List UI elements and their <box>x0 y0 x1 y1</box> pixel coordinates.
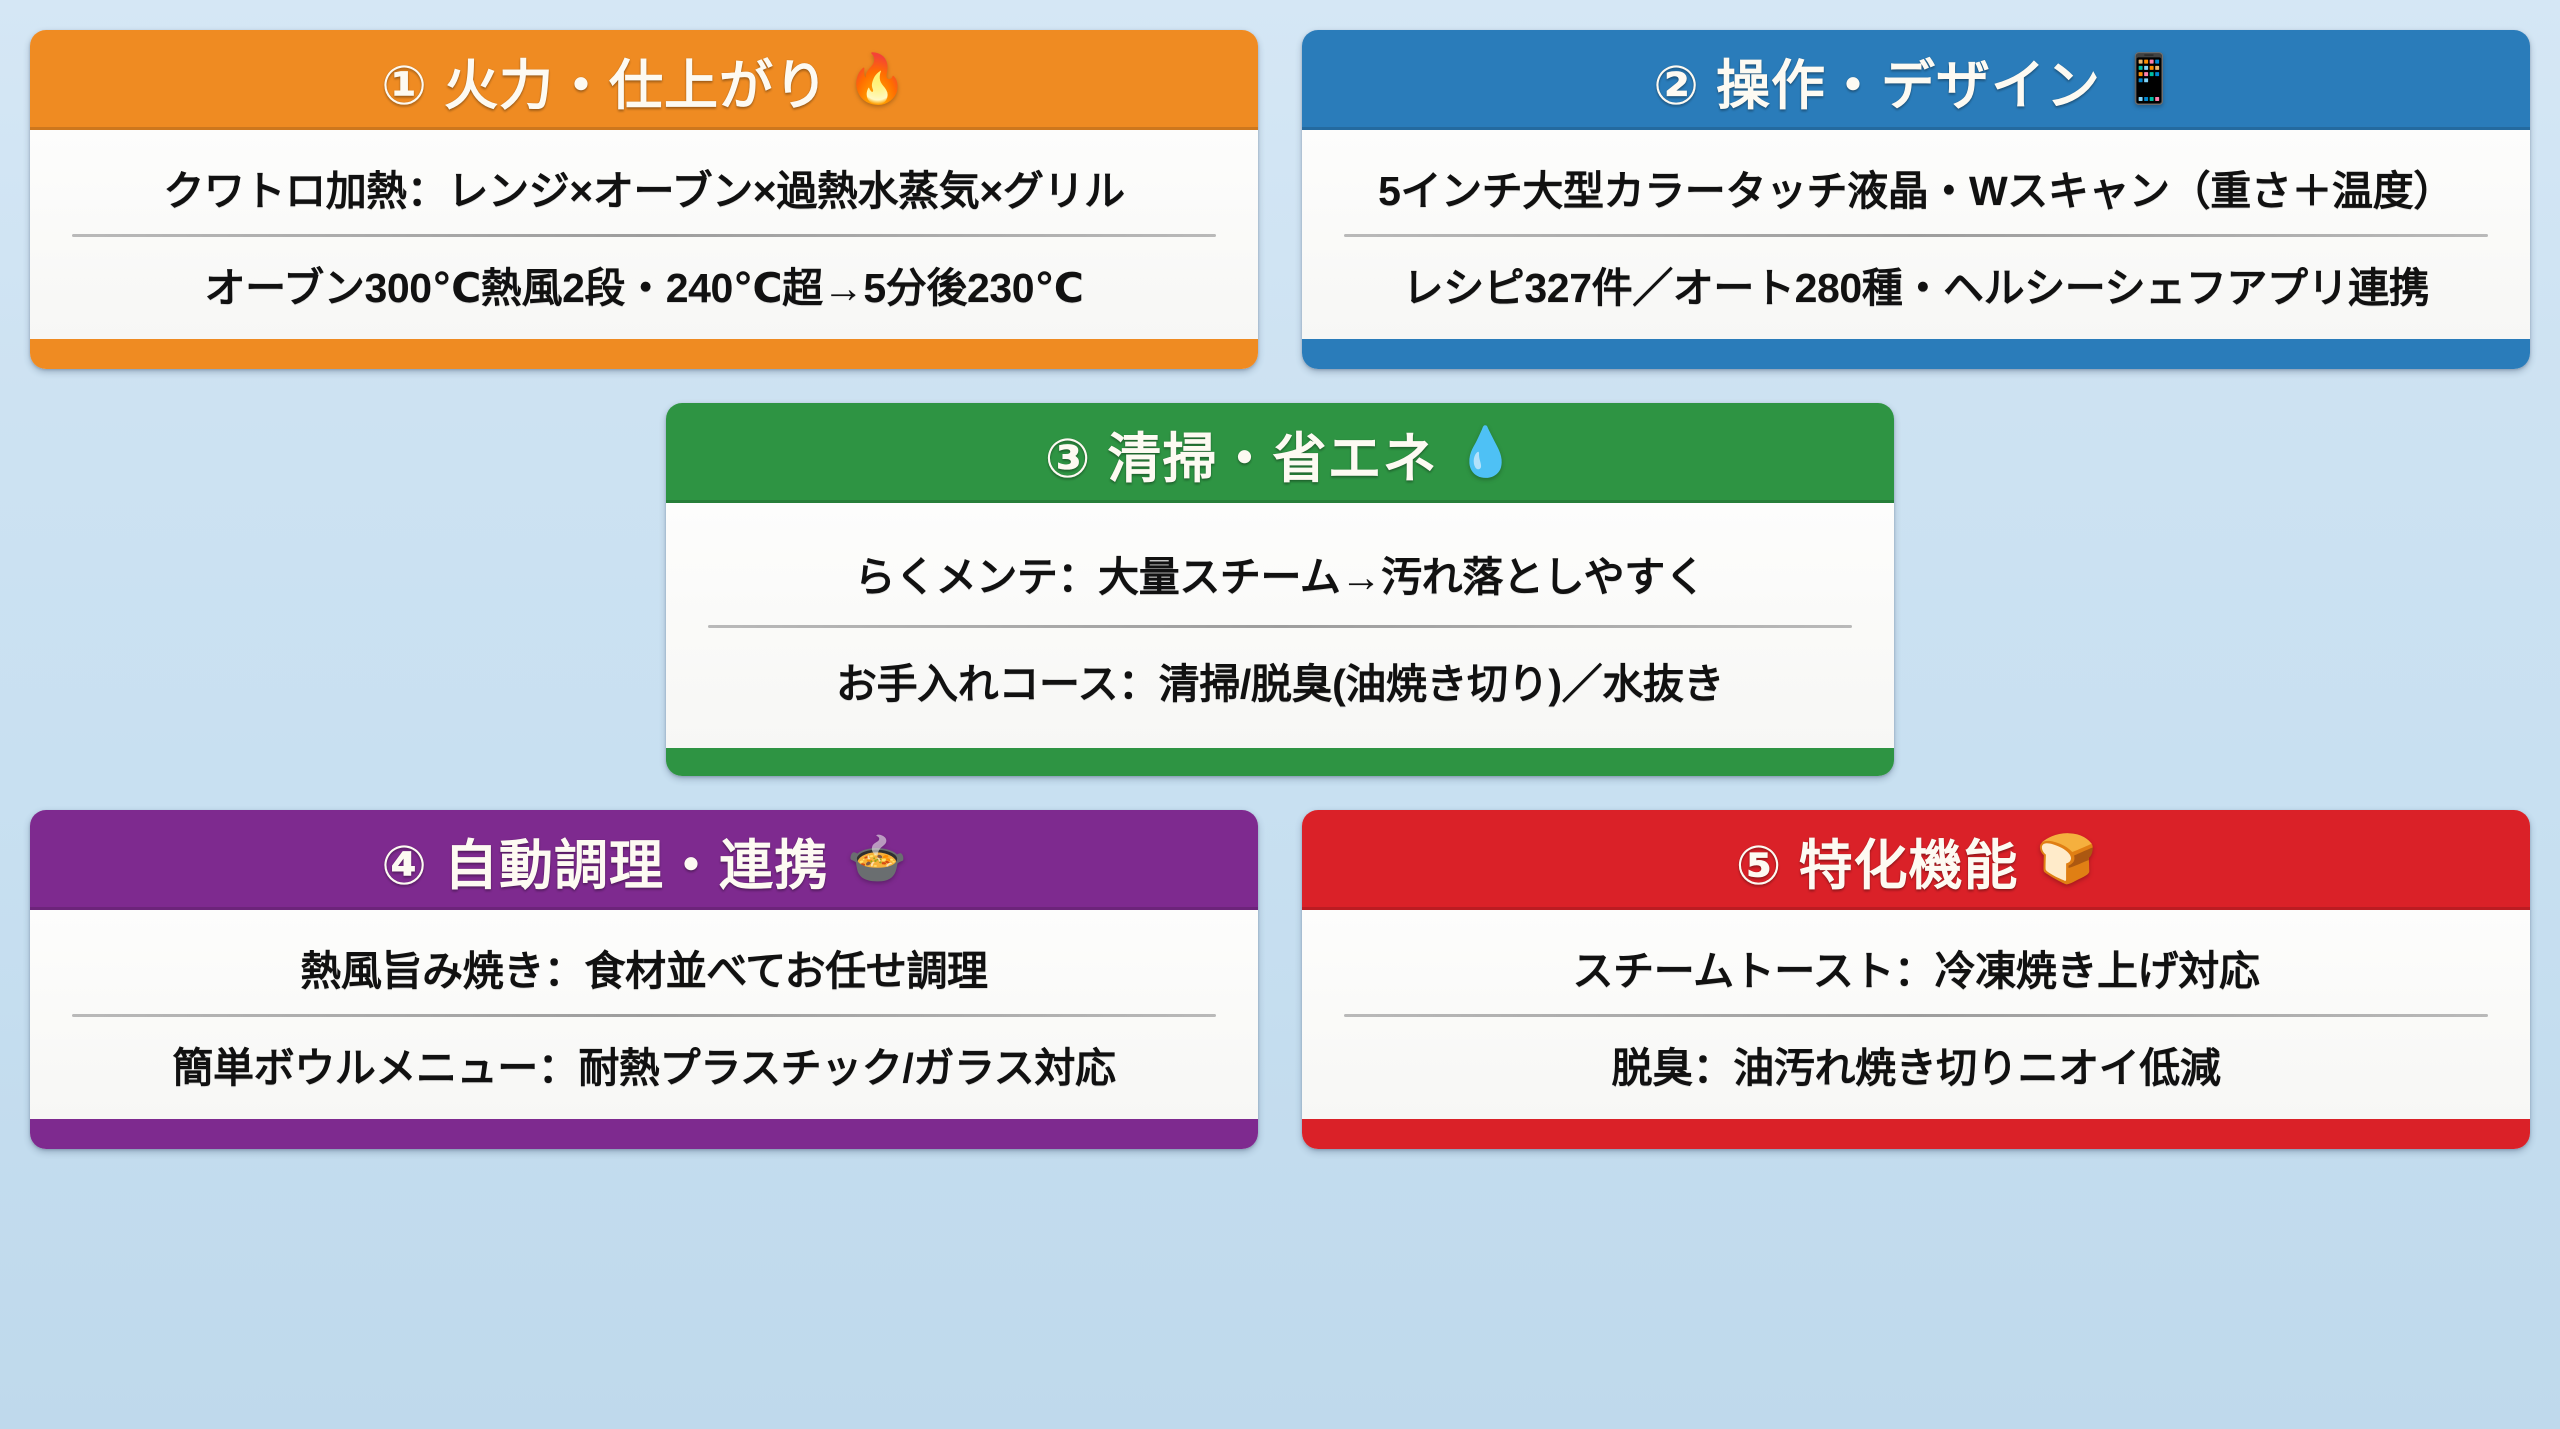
card-footer-auto-cooking <box>30 1119 1258 1149</box>
card-line: スチームトースト：冷凍焼き上げ対応 <box>1572 948 2260 994</box>
card-line: クワトロ加熱：レンジ×オーブン×過熱水蒸気×グリル <box>163 168 1125 214</box>
card-line: らくメンテ：大量スチーム→汚れ落としやすく <box>854 554 1706 600</box>
card-title-special-features: ⑤ 特化機能 <box>1735 835 2019 896</box>
card-row-top: ① 火力・仕上がり 🔥 クワトロ加熱：レンジ×オーブン×過熱水蒸気×グリル オー… <box>30 30 2530 369</box>
bread-icon: 🍞 <box>2036 833 2097 886</box>
card-title-cleaning: ③ 清掃・省エネ <box>1044 428 1438 489</box>
card-header-special-features: ⑤ 特化機能 🍞 <box>1302 810 2530 910</box>
card-footer-heating <box>30 339 1258 369</box>
card-line: 熱風旨み焼き：食材並べてお任せ調理 <box>300 948 988 994</box>
card-line: 脱臭：油汚れ焼き切りニオイ低減 <box>1611 1045 2221 1091</box>
card-header-operation: ② 操作・デザイン 📱 <box>1302 30 2530 130</box>
card-header-cleaning: ③ 清掃・省エネ 💧 <box>666 403 1894 503</box>
mobile-phone-icon: 📱 <box>2118 53 2179 106</box>
line-divider <box>1344 234 2488 237</box>
feature-card-special-features[interactable]: ⑤ 特化機能 🍞 スチームトースト：冷凍焼き上げ対応 脱臭：油汚れ焼き切りニオイ… <box>1302 810 2530 1149</box>
card-body-auto-cooking: 熱風旨み焼き：食材並べてお任せ調理 簡単ボウルメニュー：耐熱プラスチック/ガラス… <box>30 910 1258 1119</box>
card-line: 簡単ボウルメニュー：耐熱プラスチック/ガラス対応 <box>172 1045 1116 1091</box>
card-body-cleaning: らくメンテ：大量スチーム→汚れ落としやすく お手入れコース：清掃/脱臭(油焼き切… <box>666 503 1894 748</box>
card-header-heating: ① 火力・仕上がり 🔥 <box>30 30 1258 130</box>
line-divider <box>1344 1014 2488 1017</box>
card-body-special-features: スチームトースト：冷凍焼き上げ対応 脱臭：油汚れ焼き切りニオイ低減 <box>1302 910 2530 1119</box>
feature-card-auto-cooking[interactable]: ④ 自動調理・連携 🍲 熱風旨み焼き：食材並べてお任せ調理 簡単ボウルメニュー：… <box>30 810 1258 1149</box>
card-row-bottom: ④ 自動調理・連携 🍲 熱風旨み焼き：食材並べてお任せ調理 簡単ボウルメニュー：… <box>30 810 2530 1149</box>
card-row-middle: ③ 清掃・省エネ 💧 らくメンテ：大量スチーム→汚れ落としやすく お手入れコース… <box>30 403 2530 776</box>
card-footer-special-features <box>1302 1119 2530 1149</box>
droplet-icon: 💧 <box>1455 426 1516 479</box>
card-body-heating: クワトロ加熱：レンジ×オーブン×過熱水蒸気×グリル オーブン300℃熱風2段・2… <box>30 130 1258 339</box>
card-line: 5インチ大型カラータッチ液晶・Wスキャン（重さ＋温度） <box>1378 168 2454 214</box>
line-divider <box>72 234 1216 237</box>
card-line: お手入れコース：清掃/脱臭(油焼き切り)／水抜き <box>835 661 1725 707</box>
feature-card-heating[interactable]: ① 火力・仕上がり 🔥 クワトロ加熱：レンジ×オーブン×過熱水蒸気×グリル オー… <box>30 30 1258 369</box>
card-body-operation: 5インチ大型カラータッチ液晶・Wスキャン（重さ＋温度） レシピ327件／オート2… <box>1302 130 2530 339</box>
fire-icon: 🔥 <box>846 53 907 106</box>
line-divider <box>708 625 1852 628</box>
card-title-auto-cooking: ④ 自動調理・連携 <box>381 835 829 896</box>
feature-card-operation[interactable]: ② 操作・デザイン 📱 5インチ大型カラータッチ液晶・Wスキャン（重さ＋温度） … <box>1302 30 2530 369</box>
card-title-heating: ① 火力・仕上がり <box>381 55 829 116</box>
card-footer-cleaning <box>666 748 1894 776</box>
card-title-operation: ② 操作・デザイン <box>1653 55 2101 116</box>
pot-of-food-icon: 🍲 <box>846 833 907 886</box>
card-footer-operation <box>1302 339 2530 369</box>
line-divider <box>72 1014 1216 1017</box>
card-line: オーブン300℃熱風2段・240℃超→5分後230℃ <box>204 265 1084 311</box>
card-header-auto-cooking: ④ 自動調理・連携 🍲 <box>30 810 1258 910</box>
feature-card-cleaning[interactable]: ③ 清掃・省エネ 💧 らくメンテ：大量スチーム→汚れ落としやすく お手入れコース… <box>666 403 1894 776</box>
card-line: レシピ327件／オート280種・ヘルシーシェフアプリ連携 <box>1402 265 2430 311</box>
